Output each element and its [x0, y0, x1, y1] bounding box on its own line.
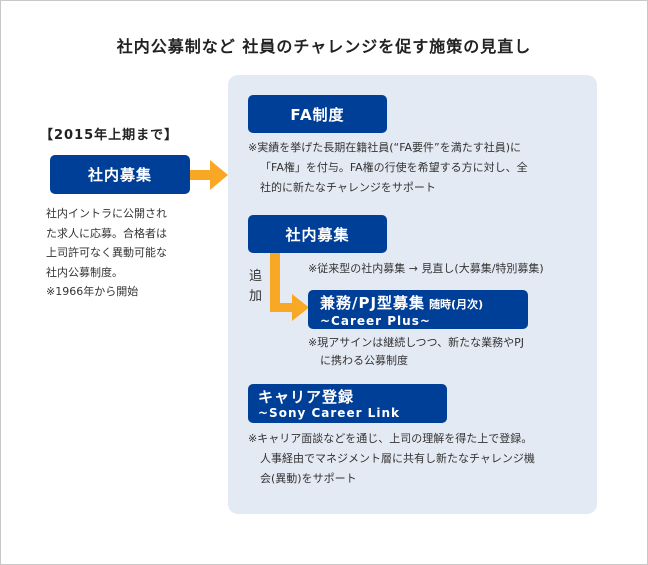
- old-internal-recruit-description: 社内イントラに公開され た求人に応募。合格者は 上司許可なく異動可能な 社内公募…: [46, 204, 167, 302]
- note-line: 会(異動)をサポート: [260, 472, 357, 485]
- note-line: ※実績を挙げた長期在籍社員(“FA要件”を満たす社員)に: [248, 141, 522, 154]
- career-link-subtitle: ~Sony Career Link: [258, 406, 400, 420]
- desc-line: 上司許可なく異動可能な: [46, 246, 167, 259]
- internal-recruit-box: 社内募集: [248, 215, 387, 253]
- fa-note: ※実績を挙げた長期在籍社員(“FA要件”を満たす社員)に 「FA権」を付与。FA…: [248, 138, 528, 198]
- career-plus-box: 兼務/PJ型募集随時(月次) ~Career Plus~: [308, 290, 528, 329]
- page-title: 社内公募制など 社員のチャレンジを促す施策の見直し: [116, 37, 532, 56]
- desc-line: 社内イントラに公開され: [46, 207, 167, 220]
- desc-line: た求人に応募。合格者は: [46, 226, 167, 240]
- career-plus-label: 兼務/PJ型募集: [320, 294, 426, 312]
- career-plus-timing: 随時(月次): [429, 298, 484, 311]
- career-link-note: ※キャリア面談などを通じ、上司の理解を得た上で登録。 人事経由でマネジメント層に…: [248, 429, 535, 489]
- desc-line: 社内公募制度。: [46, 265, 123, 279]
- note-line: ※キャリア面談などを通じ、上司の理解を得た上で登録。: [248, 432, 533, 445]
- note-line: ※現アサインは継続しつつ、新たな業務やPJ: [308, 336, 524, 349]
- old-internal-recruit-label: 社内募集: [87, 166, 152, 184]
- elbow-arrow-icon: [270, 253, 309, 321]
- note-line: 人事経由でマネジメント層に共有し新たなチャレンジ機: [260, 452, 535, 465]
- right-arrow-icon: [190, 160, 228, 190]
- career-plus-subtitle: ~Career Plus~: [320, 314, 431, 328]
- note-line: に携わる公募制度: [320, 354, 408, 367]
- career-link-label: キャリア登録: [258, 388, 355, 406]
- internal-recruit-label: 社内募集: [285, 225, 350, 244]
- period-label: 【2015年上期まで】: [40, 128, 179, 143]
- internal-recruit-note: ※従来型の社内募集 → 見直し(大募集/特別募集): [308, 262, 544, 275]
- addition-label: 追加: [249, 269, 263, 304]
- old-internal-recruit-box: 社内募集: [50, 155, 190, 194]
- career-link-box: キャリア登録 ~Sony Career Link: [248, 384, 447, 423]
- note-line: 社的に新たなチャレンジをサポート: [260, 181, 436, 194]
- career-plus-note: ※現アサインは継続しつつ、新たな業務やPJ に携わる公募制度: [308, 334, 524, 370]
- fa-system-label: FA制度: [290, 105, 345, 124]
- desc-line: ※1966年から開始: [46, 285, 139, 298]
- fa-system-box: FA制度: [248, 95, 387, 133]
- note-line: 「FA権」を付与。FA権の行使を希望する方に対し、全: [260, 161, 528, 174]
